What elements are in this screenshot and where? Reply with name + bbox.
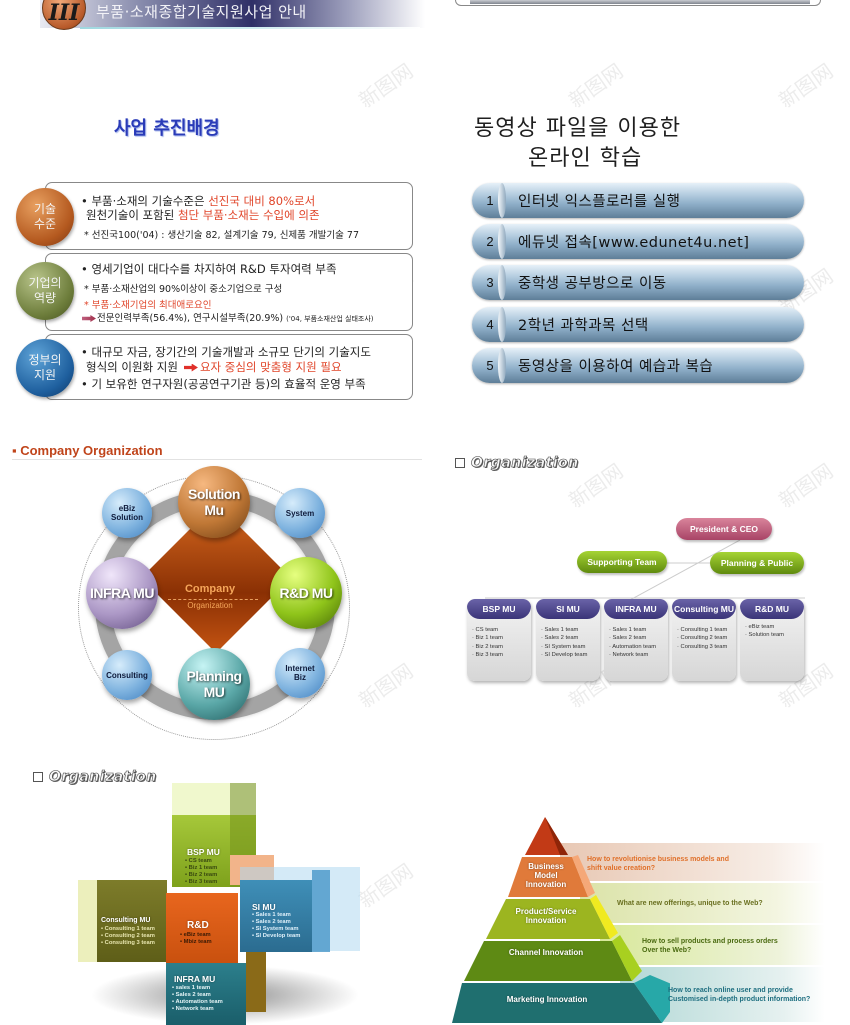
company-org-title: ▪ Company Organization (12, 443, 163, 458)
unit-rnd-mu: R&D MU (270, 557, 342, 629)
center-label: Company (184, 583, 236, 595)
question-marketing: How to reach online user and provide Cus… (668, 987, 811, 1003)
cube-si-label: SI MU (252, 902, 276, 912)
mu-card-infra: INFRA MU Sales 1 teamSales 2 teamAutomat… (604, 599, 668, 681)
node-president-ceo: President & CEO (676, 518, 772, 540)
background-row-tech: • 부품·소재의 기술수준은 선진국 대비 80%로서 원천기술이 포함된 첨단… (45, 182, 413, 250)
pyramid-label-business-model: Business Model Innovation (525, 862, 567, 889)
row-line: 전문인력부족(56.4%), 연구시설부족(20.9%) ('04, 부품소재산… (82, 310, 374, 324)
question-product-service: What are new offerings, unique to the We… (617, 900, 763, 907)
background-title: 사업 추진배경 (114, 118, 220, 139)
row-line: • 부품·소재의 기술수준은 선진국 대비 80%로서 (81, 194, 316, 208)
row-line: * 부품·소재기업의 최대애로요인 (84, 300, 212, 311)
cube-consulting-label: Consulting MU (101, 917, 151, 924)
row-line: • 영세기업이 대다수를 차지하여 R&D 투자여력 부족 (81, 262, 337, 276)
org-connectors (485, 540, 805, 601)
mu-card-bsp: BSP MU CS teamBiz 1 teamBiz 2 teamBiz 3 … (467, 599, 531, 681)
question-channel: How to sell products and process orders … (642, 938, 778, 954)
band-product-service (580, 883, 825, 923)
divider (12, 459, 422, 460)
cube-org-title: Organization (33, 769, 157, 785)
unit-solution-mu: Solution Mu (178, 466, 250, 538)
header-title: 부품·소재종합기술지원사업 안내 (96, 3, 307, 21)
chapter-badge: III (42, 0, 86, 30)
pyramid-label-channel: Channel Innovation (508, 948, 584, 957)
watermark: 新图网 (564, 58, 628, 113)
watermark: 新图网 (774, 58, 838, 113)
pyramid-label-product-service: Product/Service Innovation (515, 907, 577, 925)
pyramid-label-marketing: Marketing Innovation (506, 995, 588, 1004)
watermark: 新图网 (354, 658, 418, 713)
row-line: * 부품·소재산업의 90%이상이 중소기업으로 구성 (84, 284, 283, 295)
cube-bsp-ghost (172, 783, 230, 815)
watermark: 新图网 (774, 458, 838, 513)
question-business-model: How to revolutionise business models and… (587, 856, 729, 872)
innovation-pyramid (452, 817, 670, 1023)
top-right-frame-bar (470, 0, 810, 4)
arrow-icon (82, 315, 96, 322)
online-learning-title: 동영상 파일을 이용한 온라인 학습 (474, 116, 682, 171)
org-chart-title: Organization (455, 455, 579, 471)
unit-ebiz-solution: eBiz Solution (102, 488, 152, 538)
band-business-model (560, 843, 825, 881)
mu-card-rnd: R&D MU eBiz teamSolution team (740, 599, 804, 681)
background-row-capacity: • 영세기업이 대다수를 차지하여 R&D 투자여력 부족 * 부품·소재산업의… (45, 253, 413, 331)
cube-rnd-teams: eBiz teamMbiz team (180, 932, 212, 946)
unit-consulting: Consulting (102, 650, 152, 700)
cube-infra-side (246, 952, 266, 1012)
band-channel (600, 925, 825, 965)
row-line: • 대규모 자금, 장기간의 기술개발과 소규모 단기의 기술지도 (81, 345, 371, 359)
background-row-gov-support: • 대규모 자금, 장기간의 기술개발과 소규모 단기의 기술지도 형식의 이원… (45, 334, 413, 400)
cube-infra-teams: sales 1 teamSales 2 teamAutomation teamN… (172, 985, 222, 1013)
cube-infra-label: INFRA MU (174, 974, 216, 984)
header-underline (80, 27, 420, 29)
unit-system: System (275, 488, 325, 538)
row-line: * 선진국100('04) : 생산기술 82, 설계기술 79, 신제품 개발… (84, 230, 359, 241)
unit-internet-biz: Internet Biz (275, 648, 325, 698)
unit-planning-mu: Planning MU (178, 648, 250, 720)
node-supporting-team: Supporting Team (577, 551, 667, 573)
center-divider (168, 599, 258, 600)
row-line: 원천기술이 포함된 첨단 부품·소재는 수입에 의존 (86, 208, 320, 222)
cube-bsp-label: BSP MU (187, 847, 220, 857)
unit-infra-mu: INFRA MU (86, 557, 158, 629)
cube-rnd-label: R&D (187, 920, 209, 931)
row-line: • 기 보유한 연구자원(공공연구기관 등)의 효율적 운영 부족 (81, 377, 366, 391)
cube-rnd (166, 893, 238, 965)
header-banner (40, 0, 425, 28)
center-sublabel: Organization (187, 601, 233, 610)
cube-bsp-teams: CS teamBiz 1 teamBiz 2 teamBiz 3 team (185, 858, 218, 886)
node-planning-public: Planning & Public (710, 552, 804, 574)
watermark: 新图网 (354, 858, 418, 913)
checkbox-icon (33, 772, 43, 782)
mu-card-consulting: Consulting MU Consulting 1 teamConsultin… (672, 599, 736, 681)
watermark: 新图网 (354, 58, 418, 113)
checkbox-icon (455, 458, 465, 468)
cube-si-side (312, 870, 330, 952)
cube-consulting (97, 880, 167, 962)
arrow-icon (183, 363, 198, 372)
cube-consulting-ghost (78, 880, 100, 962)
